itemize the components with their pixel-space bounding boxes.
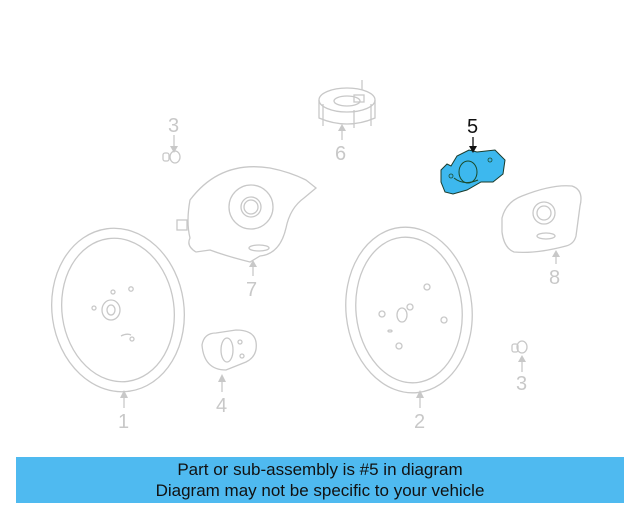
callout-1: 1 — [118, 390, 129, 433]
airbag-module-7[interactable] — [176, 166, 318, 263]
airbag-module-8[interactable] — [501, 185, 582, 254]
banner-line-disclaimer: Diagram may not be specific to your vehi… — [155, 481, 485, 500]
svg-text:2: 2 — [414, 411, 425, 433]
callout-6: 6 — [335, 124, 346, 165]
callout-7: 7 — [246, 260, 257, 301]
svg-text:5: 5 — [467, 116, 478, 138]
callout-8: 8 — [549, 250, 560, 289]
svg-text:7: 7 — [246, 279, 257, 301]
svg-text:8: 8 — [549, 267, 560, 289]
banner-line-part-number: Part or sub-assembly is #5 in diagram — [177, 460, 463, 479]
screw-3-upper[interactable] — [162, 150, 181, 164]
callout-4: 4 — [216, 374, 227, 417]
svg-text:6: 6 — [335, 143, 346, 165]
callout-5: 5 — [467, 116, 478, 153]
steering-wheel-2[interactable] — [338, 221, 481, 399]
svg-text:4: 4 — [216, 395, 227, 417]
screw-3-lower[interactable] — [511, 340, 528, 354]
contact-ring-6[interactable] — [318, 80, 376, 128]
info-banner: Part or sub-assembly is #5 in diagram Di… — [16, 457, 624, 503]
callout-3-upper: 3 — [168, 115, 179, 153]
parts-diagram: 1 2 3 3 4 — [41, 80, 582, 433]
steering-wheel-1[interactable] — [41, 220, 195, 401]
clock-spring-5[interactable] — [440, 149, 506, 195]
bracket-4[interactable] — [201, 329, 257, 371]
svg-text:1: 1 — [118, 411, 129, 433]
svg-text:3: 3 — [516, 373, 527, 395]
callout-3-lower: 3 — [516, 355, 527, 395]
svg-text:3: 3 — [168, 115, 179, 137]
callout-2: 2 — [414, 390, 425, 433]
